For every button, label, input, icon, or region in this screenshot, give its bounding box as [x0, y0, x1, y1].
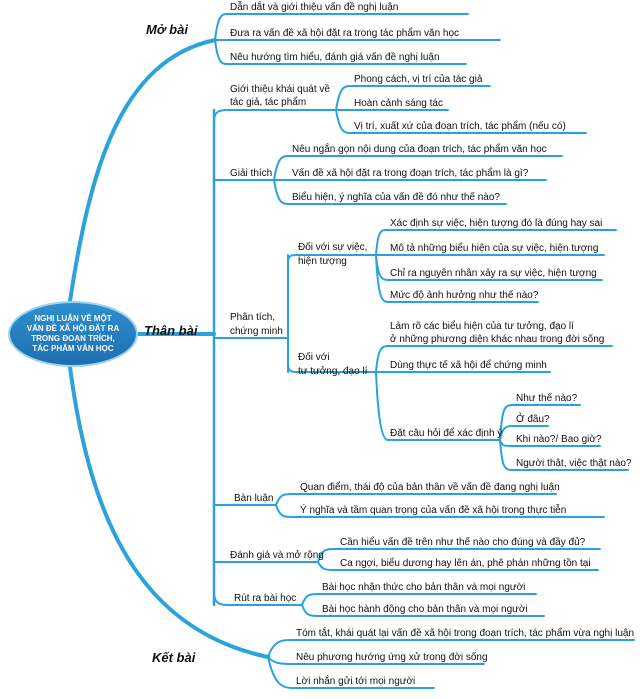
- su-viec-item: Xác định sự việc, hiện tượng đó là đúng …: [390, 218, 603, 229]
- gioi-thieu-item: Hoàn cảnh sáng tác: [354, 98, 443, 109]
- giai-thich-item: Vấn đề xã hội đặt ra trong đoạn trích, t…: [292, 168, 529, 179]
- rut-ra-item: Bài học nhận thức cho bản thân và mọi ng…: [322, 582, 526, 593]
- tu-tuong-item: ở những phương diện khác nhau trong đời …: [390, 334, 605, 345]
- question-item: Người thật, việc thật nào?: [516, 458, 632, 469]
- giai-thich-label: Giải thích: [230, 168, 273, 179]
- rut-ra-label: Rút ra bài học: [234, 593, 297, 604]
- su-viec-item: Mô tả những biểu hiện của sự việc, hiện …: [390, 243, 599, 254]
- phan-tich-label: Phân tích,: [230, 312, 276, 323]
- central-topic-line: NGHỊ LUẬN VỀ MỘT: [34, 314, 112, 323]
- danh-gia-label: Đánh giá và mở rộng: [230, 550, 324, 561]
- mo-bai-item: Đưa ra vấn đề xã hội đặt ra trong tác ph…: [230, 28, 460, 39]
- question-item: Ở đâu?: [516, 414, 550, 425]
- branch-ket-bai: [68, 365, 270, 659]
- su-viec-item: Chỉ ra nguyên nhân xảy ra sự việc, hiện …: [390, 268, 597, 279]
- central-topic: NGHỊ LUẬN VỀ MỘT VẤN ĐỀ XÃ HỘI ĐẶT RA TR…: [8, 301, 138, 367]
- mo-bai-item: Dẫn dắt và giới thiệu vấn đề nghị luận: [230, 2, 399, 13]
- central-topic-line: TRONG ĐOẠN TRÍCH,: [31, 334, 115, 343]
- tu-tuong-item: Dùng thực tế xã hội để chứng minh: [390, 360, 547, 371]
- tu-tuong-item: Làm rõ các biểu hiện của tư tưởng, đạo l…: [390, 321, 574, 332]
- branch-mo-bai: [68, 38, 217, 303]
- giai-thich-item: Biểu hiện, ý nghĩa của vấn đề đó như thế…: [292, 192, 500, 203]
- tu-tuong-label: tư tưởng, đạo lí: [298, 366, 368, 377]
- ban-luan-label: Bàn luận: [234, 493, 274, 504]
- ket-bai-item: Tóm tắt, khái quát lại vấn đề xã hội tro…: [296, 628, 635, 639]
- ket-bai-item: Lời nhắn gửi tới mọi người: [296, 676, 416, 687]
- tu-tuong-label: Đối với: [298, 352, 330, 363]
- central-topic-line: VẤN ĐỀ XÃ HỘI ĐẶT RA: [26, 324, 120, 333]
- mo-bai-item: Nêu hướng tìm hiểu, đánh giá vấn đề nghị…: [230, 52, 440, 63]
- ket-bai-item: Nêu phương hướng ứng xử trong đời sống: [296, 652, 488, 663]
- ban-luan-item: Quan điểm, thái độ của bản thân về vấn đ…: [300, 482, 560, 493]
- su-viec-item: Mức độ ảnh hưởng như thế nào?: [390, 290, 539, 301]
- tu-tuong-item: Đặt câu hỏi để xác định ý: [390, 428, 503, 439]
- question-item: Khi nào?/ Bao giờ?: [516, 434, 602, 445]
- question-item: Như thế nào?: [516, 393, 578, 404]
- danh-gia-item: Ca ngợi, biểu dương hay lên án, phê phán…: [340, 558, 591, 569]
- gioi-thieu-item: Phong cách, vị trí của tác giả: [354, 74, 483, 85]
- rut-ra-item: Bài học hành động cho bản thân và mọi ng…: [322, 604, 528, 615]
- su-viec-label: Đối với sự việc,: [298, 242, 368, 253]
- danh-gia-item: Cần hiểu vấn đề trên như thế nào cho đún…: [340, 537, 586, 548]
- su-viec-label: hiện tượng: [298, 256, 347, 267]
- section-than-bai: Thân bài: [144, 323, 198, 338]
- phan-tich-label: chứng minh: [230, 326, 283, 337]
- ban-luan-item: Ý nghĩa và tầm quan trọng của vấn đề xã …: [300, 505, 567, 516]
- gioi-thieu-item: Vị trí, xuất xứ của đoạn trích, tác phẩm…: [354, 121, 566, 132]
- section-mo-bai: Mở bài: [146, 22, 188, 37]
- central-topic-line: TÁC PHẨM VĂN HỌC: [32, 344, 114, 353]
- section-ket-bai: Kết bài: [152, 650, 196, 665]
- gioi-thieu-label: tác giả, tác phẩm: [230, 97, 307, 108]
- gioi-thieu-label: Giới thiệu khái quát về: [230, 84, 330, 95]
- giai-thich-item: Nêu ngắn gọn nội dung của đoạn trích, tá…: [292, 144, 547, 155]
